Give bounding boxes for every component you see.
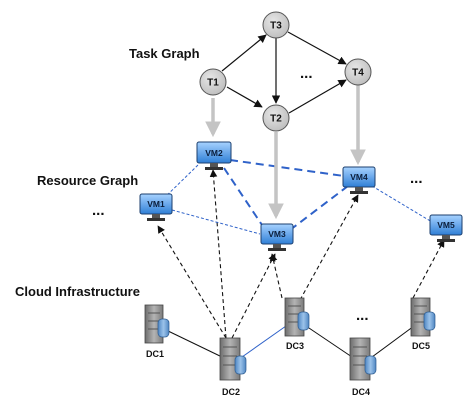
dc-node-dc1: DC1 xyxy=(144,304,170,359)
dc-label-dc2: DC2 xyxy=(222,387,240,397)
link-dc1-dc2 xyxy=(165,329,223,358)
link-dc2-dc3 xyxy=(241,325,287,358)
arrow-dc2-vm2 xyxy=(209,169,227,339)
vm-node-vm3: VM3 xyxy=(260,223,294,251)
task-label-t4: T4 xyxy=(352,68,364,79)
vm-node-vm5: VM5 xyxy=(429,214,463,242)
task-to-vm-mapping xyxy=(205,85,366,220)
dc-node-dc5: DC5 xyxy=(410,297,436,351)
task-node-t3: T3 xyxy=(262,11,290,39)
task-graph-label: Task Graph xyxy=(129,46,200,61)
link-dc3-dc4 xyxy=(305,325,353,358)
task-node-t4: T4 xyxy=(344,58,372,86)
vm-node-vm4: VM4 xyxy=(342,166,376,194)
dc-label-dc4: DC4 xyxy=(352,387,370,397)
dc-links xyxy=(165,325,415,358)
task-label-t1: T1 xyxy=(207,78,219,89)
dc-label-dc1: DC1 xyxy=(146,349,164,359)
dc-to-vm-arrows xyxy=(157,169,445,339)
link-vm1-vm3 xyxy=(171,209,261,235)
vm-label-vm5: VM5 xyxy=(437,220,455,230)
dc-ellipsis: ... xyxy=(356,307,369,324)
link-vm4-vm5 xyxy=(371,185,433,223)
vm-node-vm1: VM1 xyxy=(139,193,173,221)
task-label-t2: T2 xyxy=(270,114,282,125)
link-vm2-vm4 xyxy=(229,159,345,177)
edge-t2-t4 xyxy=(288,79,347,114)
link-vm1-vm2 xyxy=(159,164,199,203)
edge-t3-t4 xyxy=(287,31,347,65)
vm-node-vm2: VM2 xyxy=(196,141,232,170)
arrow-dc3-vm4 xyxy=(299,194,359,301)
vm-label-vm1: VM1 xyxy=(147,199,165,209)
edge-t1-t2 xyxy=(226,86,263,108)
edge-t1-t3 xyxy=(221,34,267,72)
arrow-dc2-vm1 xyxy=(157,225,227,339)
task-node-t1: T1 xyxy=(199,68,227,96)
task-label-t3: T3 xyxy=(270,21,282,32)
link-dc4-dc5 xyxy=(371,325,415,358)
link-vm3-vm4 xyxy=(289,185,349,231)
vm-ellipsis-right: ... xyxy=(410,170,423,187)
resource-graph-label: Resource Graph xyxy=(37,173,138,188)
dc-label-dc5: DC5 xyxy=(412,341,430,351)
dc-node-dc2: DC2 xyxy=(219,337,247,397)
task-edges xyxy=(221,31,347,114)
arrow-dc3-vm3 xyxy=(269,253,283,299)
dc-node-dc3: DC3 xyxy=(284,297,310,351)
task-node-t2: T2 xyxy=(262,104,290,132)
arrow-dc5-vm5 xyxy=(412,239,445,299)
cloud-infrastructure-label: Cloud Infrastructure xyxy=(15,284,140,299)
vm-links xyxy=(159,159,433,235)
task-ellipsis: ... xyxy=(300,65,313,82)
dc-node-dc4: DC4 xyxy=(349,337,377,397)
vm-label-vm2: VM2 xyxy=(205,148,223,158)
arrow-dc2-vm3 xyxy=(231,253,276,339)
link-vm2-vm3 xyxy=(223,167,265,229)
vm-label-vm3: VM3 xyxy=(268,229,286,239)
vm-label-vm4: VM4 xyxy=(350,172,368,182)
dc-label-dc3: DC3 xyxy=(286,341,304,351)
vm-ellipsis-left: ... xyxy=(92,202,105,219)
